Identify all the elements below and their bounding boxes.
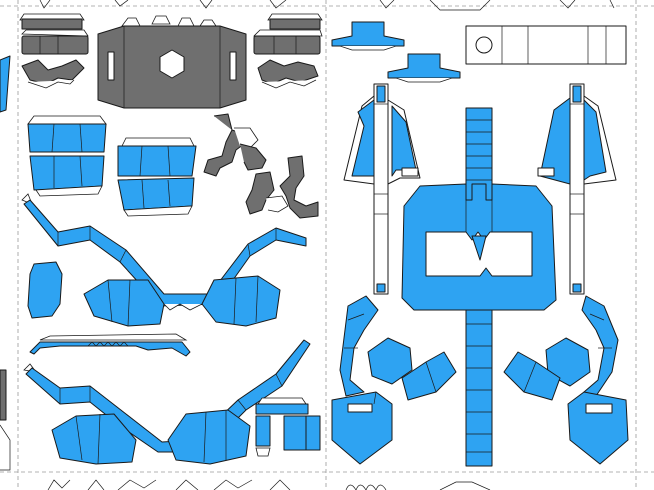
torso-core-hex — [97, 15, 247, 109]
label-box — [465, 25, 627, 65]
shoulder-bracket-upper-right — [253, 13, 323, 89]
partial-pieces-bottom — [47, 479, 491, 490]
claw-foot-left — [331, 295, 457, 465]
battle-axe-right — [537, 83, 617, 295]
hammer-staff-center — [401, 107, 557, 467]
serrated-blade — [29, 333, 191, 357]
upper-wing-strip — [21, 193, 307, 327]
partial-pieces-top — [39, 0, 615, 11]
battle-axe-left — [343, 83, 421, 295]
connector-tab-small — [331, 21, 405, 51]
connector-tab-medium — [387, 53, 461, 83]
small-hinge-box — [255, 397, 321, 457]
shoulder-bracket-upper-left — [19, 13, 89, 89]
chest-plate-left — [27, 115, 107, 197]
hip-plate — [27, 261, 63, 319]
lower-wing-strip — [23, 339, 311, 465]
claw-foot-right — [503, 295, 629, 465]
elbow-joint-left — [203, 113, 267, 177]
knee-joint-left — [245, 155, 319, 219]
partial-pieces-left — [0, 55, 11, 471]
chest-plate-right — [117, 137, 197, 217]
